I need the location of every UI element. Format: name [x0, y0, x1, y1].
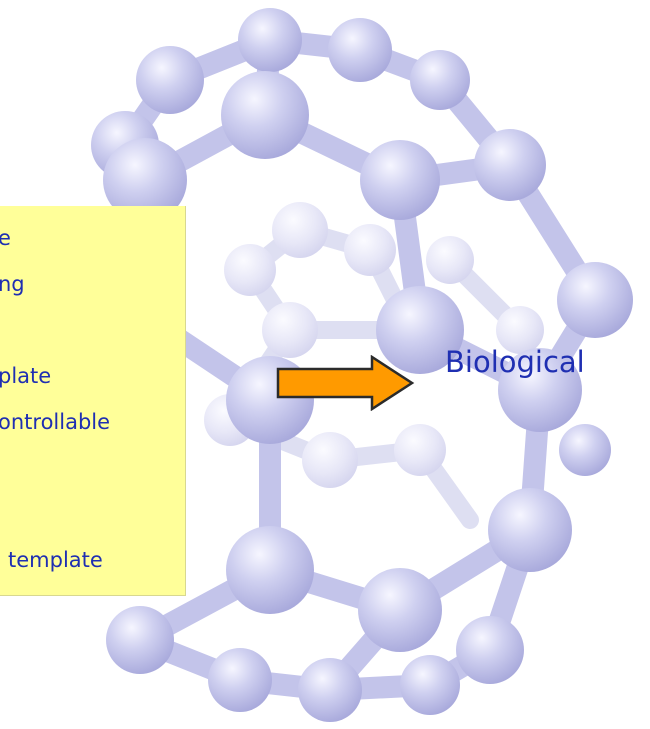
right-arrow-icon	[276, 355, 415, 411]
note-line-2: ng	[0, 272, 25, 296]
biological-label: Biological	[445, 345, 585, 379]
notes-box: e ng plate ontrollable template	[0, 206, 186, 596]
note-line-1: e	[0, 228, 11, 249]
note-line-4: ontrollable	[0, 410, 111, 434]
note-line-5: template	[8, 548, 103, 572]
note-line-3: plate	[0, 364, 52, 388]
